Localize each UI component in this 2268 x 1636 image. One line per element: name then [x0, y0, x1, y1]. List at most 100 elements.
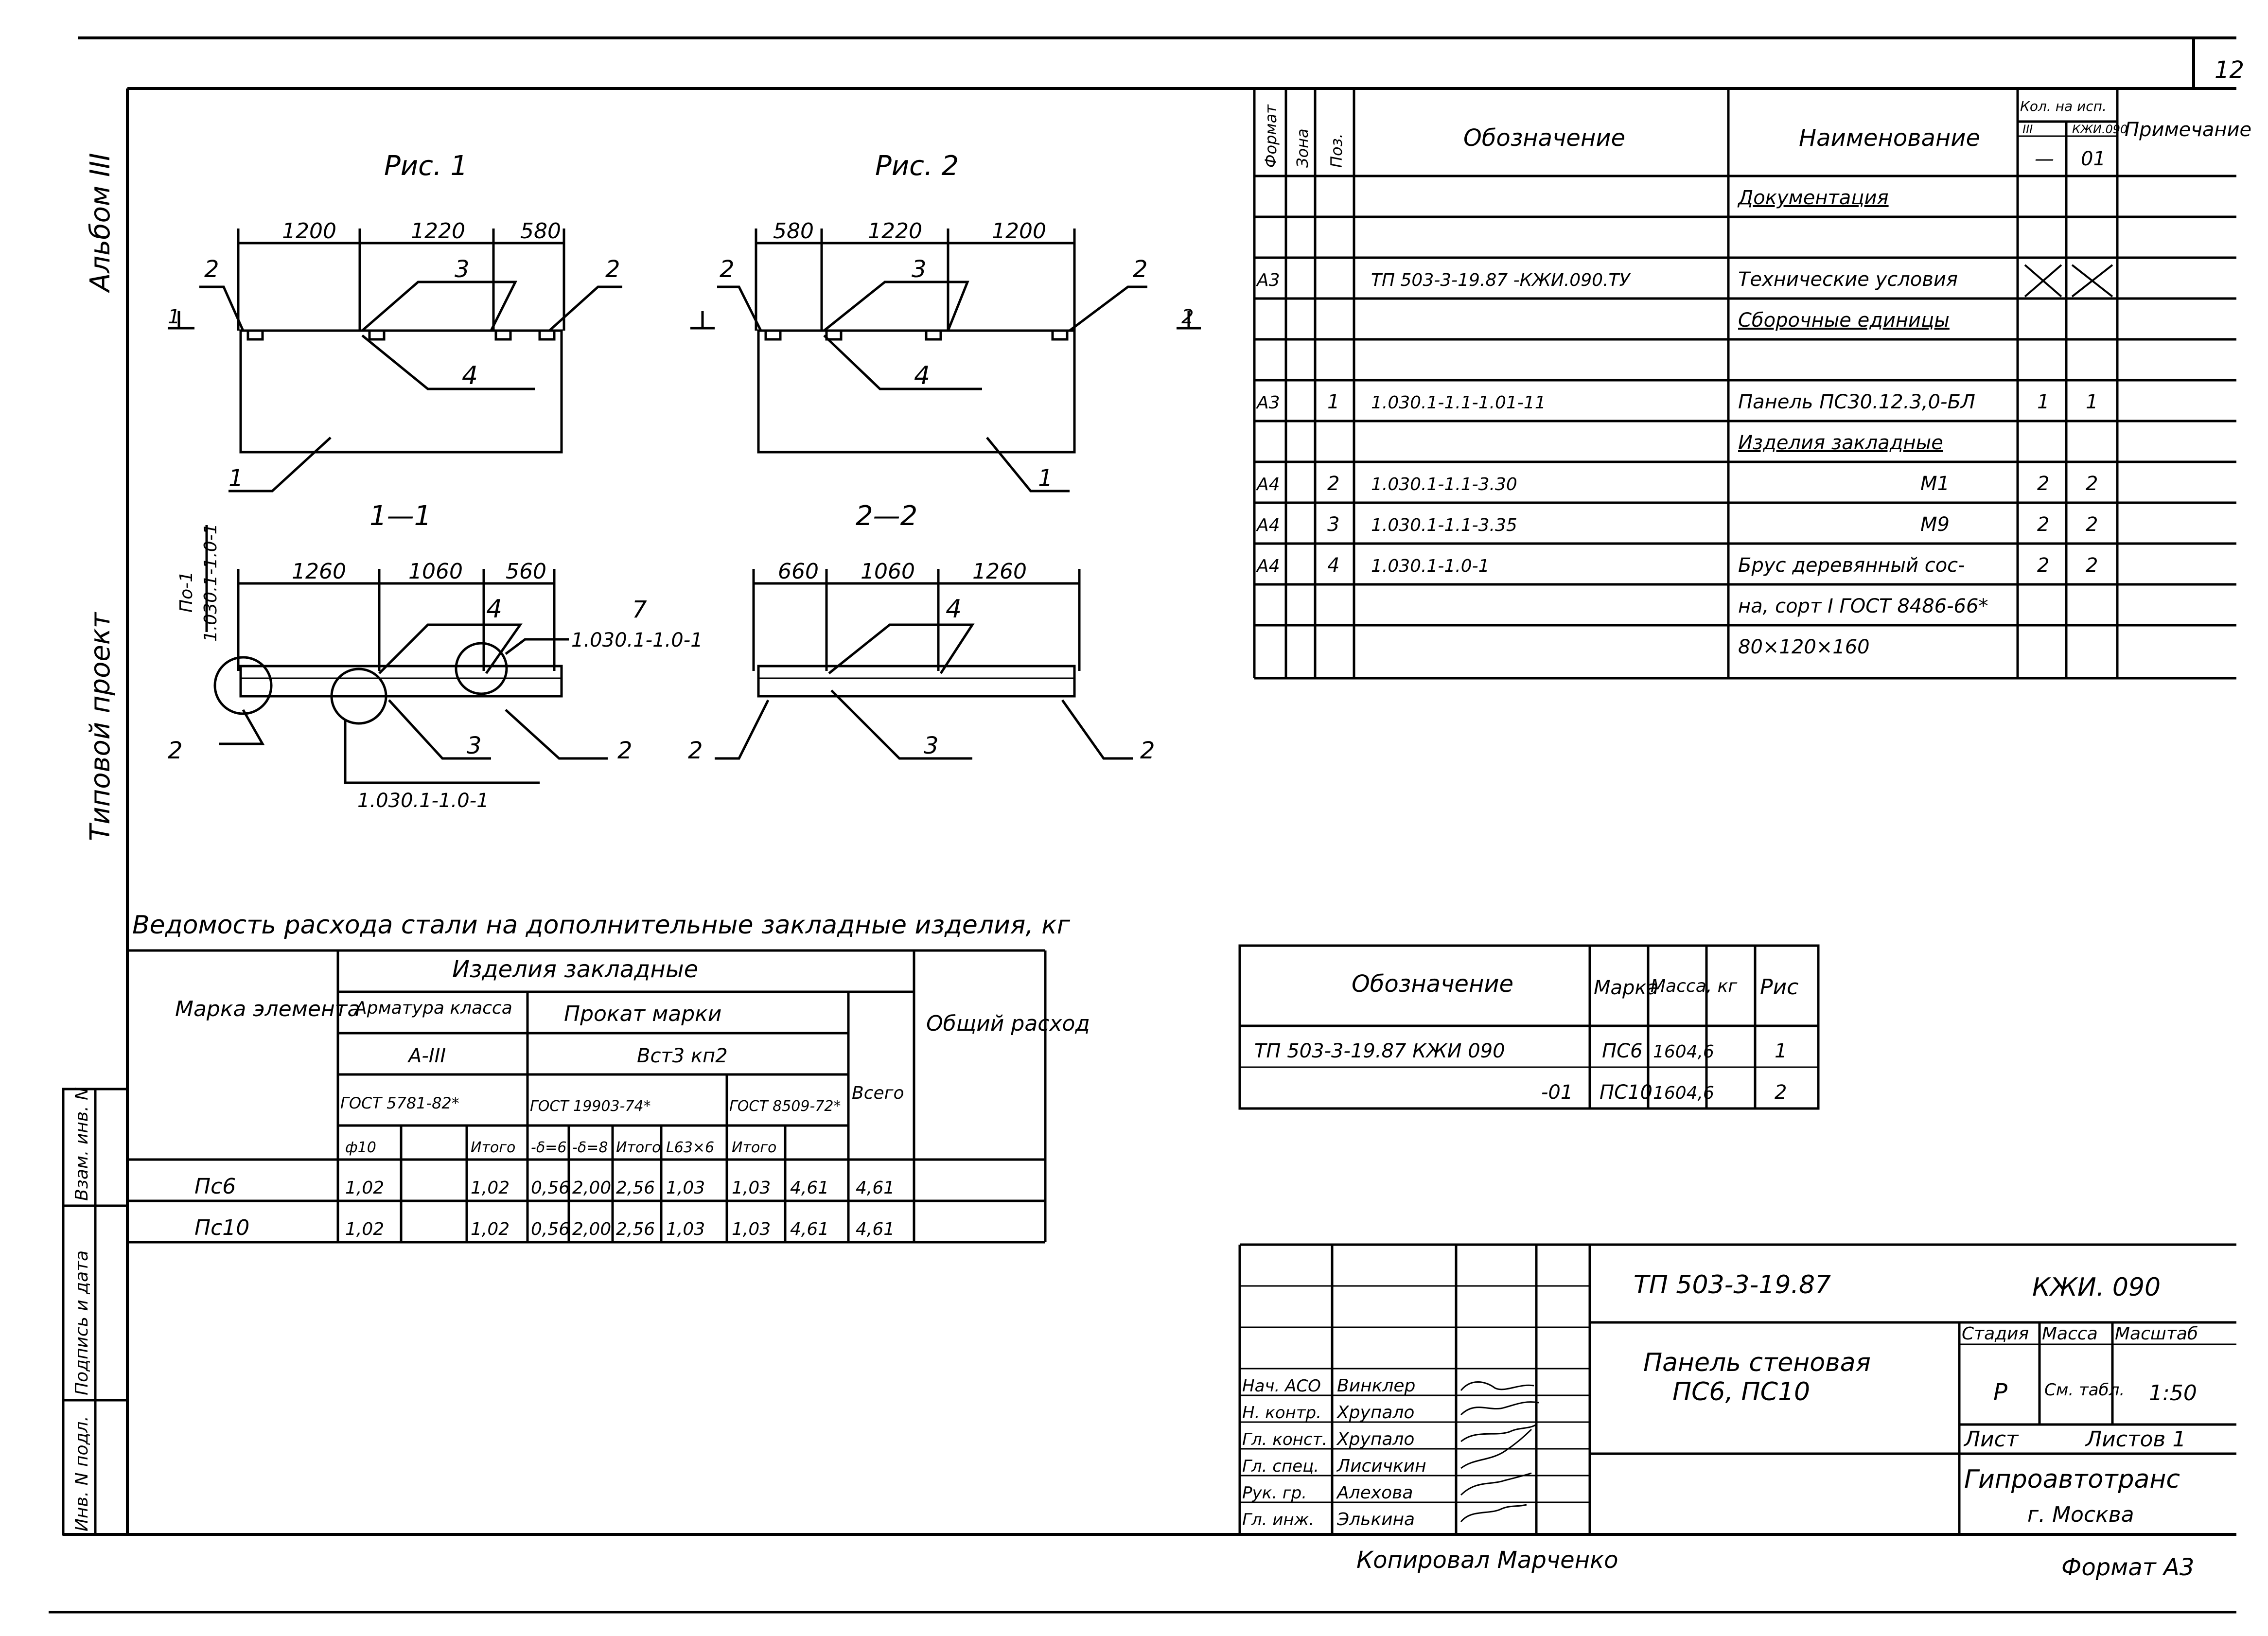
- steel-row-value: 4,61: [856, 1178, 895, 1198]
- steel-table-title: Ведомость расхода стали на дополнительны…: [132, 911, 1071, 940]
- section-2-2-title: 2—2: [856, 500, 917, 532]
- fig2-callout-3: 3: [912, 256, 927, 283]
- marks-row2-mass: 1604,6: [1653, 1083, 1714, 1103]
- sec1-callout-2b: 2: [617, 737, 633, 764]
- steel-header-rebar-class: А-III: [407, 1045, 446, 1067]
- spec-row-format: А4: [1256, 475, 1280, 494]
- steel-header-items: Изделия закладные: [452, 956, 698, 983]
- spec-header-qty-col1-top: III: [2022, 123, 2033, 136]
- steel-header-rebar-gost: ГОСТ 5781-82*: [340, 1094, 459, 1112]
- fig1-callout-3: 3: [455, 256, 470, 283]
- sheet-number: 12: [2215, 56, 2244, 84]
- sec2-dim-3: 1260: [972, 559, 1027, 584]
- spec-row-code: ТП 503-3-19.87 -КЖИ.090.ТУ: [1371, 270, 1631, 290]
- spec-row-name: М9: [1920, 513, 1950, 536]
- steel-row-value: 1,02: [471, 1219, 510, 1239]
- stamp-inv: Инв. N подл.: [72, 1416, 92, 1531]
- title-name-1: Панель стеновая: [1643, 1348, 1871, 1377]
- figure-2: Рис. 2 580 1220 1200 2 3 4 2: [690, 150, 1201, 493]
- spec-header-qty: Кол. на исп.: [2020, 98, 2107, 114]
- spec-header-name: Наименование: [1799, 124, 1980, 152]
- sec2-callout-3: 3: [924, 732, 939, 759]
- fig1-callout-1: 1: [229, 465, 244, 492]
- section-2-2: 2—2 660 1060 1260 4 2 3 2: [688, 500, 1155, 764]
- title-role: Гл. спец.: [1242, 1457, 1319, 1476]
- spec-row-format: А4: [1256, 515, 1280, 535]
- spec-row-qty2: 2: [2086, 554, 2098, 577]
- spec-row-qty1: 2: [2037, 513, 2049, 536]
- spec-row-format: А4: [1256, 556, 1280, 576]
- sec2-callout-2b: 2: [1140, 737, 1155, 764]
- steel-row-value: 2,00: [572, 1178, 611, 1198]
- steel-header-gost2: ГОСТ 8509-72*: [729, 1098, 841, 1115]
- title-person: Винклер: [1337, 1376, 1415, 1396]
- sec1-callout-3: 3: [467, 732, 482, 759]
- marks-table: Обозначение Марка Масса, кг Рис ТП 503-3…: [1238, 944, 1820, 1110]
- spec-row-qty2: 2: [2086, 513, 2098, 536]
- spec-row-code: 1.030.1-1.1-3.35: [1371, 515, 1517, 535]
- spec-row-code: 1.030.1-1.1-1.01-11: [1371, 393, 1546, 413]
- figure-1: Рис. 1 1200 1220 580 2 3 4 2 1 1: [168, 150, 622, 493]
- spec-row-qty1: 2: [2037, 473, 2049, 495]
- steel-subheader: Итого: [471, 1139, 515, 1156]
- sec1-dim-1: 1260: [292, 559, 346, 584]
- spec-row-format: А3: [1256, 270, 1280, 290]
- section-1-1: 1—1 1260 1060 560 4 7 2 2 3 1.030.1: [168, 500, 703, 812]
- spec-row-name: Панель ПС30.12.3,0-БЛ: [1738, 391, 1975, 413]
- steel-row-mark: Пс10: [194, 1215, 249, 1240]
- spec-row-name: Технические условия: [1738, 268, 1958, 291]
- steel-row-value: 1,03: [732, 1178, 771, 1198]
- sec1-side-ref: По-1: [176, 571, 196, 613]
- sec1-ref-bottom: 1.030.1-1.0-1: [357, 790, 489, 812]
- spec-header-qty-col1: —: [2035, 148, 2054, 170]
- title-sheet: Лист: [1963, 1427, 2019, 1452]
- title-sheets: Листов 1: [2085, 1427, 2186, 1452]
- steel-subheader: Итого: [732, 1139, 776, 1156]
- fig1-dim-2: 1220: [411, 219, 465, 244]
- title-person: Хрупало: [1336, 1403, 1414, 1423]
- steel-row-value: 1,03: [666, 1219, 705, 1239]
- title-person: Элькина: [1336, 1510, 1415, 1530]
- marks-header-fig: Рис: [1760, 975, 1798, 1000]
- spec-row-name: М1: [1920, 473, 1950, 495]
- signatures: [1460, 1381, 1539, 1522]
- title-role: Рук. гр.: [1242, 1483, 1307, 1503]
- steel-row-value: 2,56: [616, 1219, 655, 1239]
- marks-header-mass: Масса, кг: [1651, 976, 1738, 996]
- fig2-callout-2a: 2: [720, 256, 735, 283]
- title-city: г. Москва: [2027, 1502, 2134, 1527]
- steel-row-value: 4,61: [790, 1178, 829, 1198]
- steel-header-mark: Марка элемента: [175, 997, 360, 1021]
- section-1-1-title: 1—1: [369, 500, 431, 532]
- spec-row-qty2: 2: [2086, 473, 2098, 495]
- steel-header-grand: Общий расход: [926, 1011, 1090, 1036]
- spec-row-name: 80×120×160: [1738, 636, 1870, 658]
- spec-header-qty-col2-top: КЖИ.090: [2072, 123, 2127, 136]
- steel-row-value: 2,56: [616, 1178, 655, 1198]
- marks-row2-mark: ПС10: [1600, 1081, 1653, 1104]
- title-code-left: ТП 503-3-19.87: [1634, 1270, 1831, 1300]
- steel-row-value: 1,02: [345, 1178, 384, 1198]
- spec-header-qty-col2: 01: [2081, 148, 2106, 170]
- title-person: Лисичкин: [1336, 1456, 1426, 1476]
- spec-header-code: Обозначение: [1463, 124, 1625, 152]
- steel-row-value: 1,03: [666, 1178, 705, 1198]
- title-mass: См. табл.: [2044, 1380, 2125, 1400]
- spec-row-pos: 1: [1327, 391, 1339, 413]
- margin-stamp: [62, 1088, 129, 1536]
- spec-row-qty2: 1: [2086, 391, 2098, 413]
- spec-row-qty1: 1: [2037, 391, 2049, 413]
- fig1-callout-2b: 2: [605, 256, 620, 283]
- steel-header-rebar: Арматура класса: [354, 998, 512, 1018]
- fig2-callout-2b: 2: [1133, 256, 1148, 283]
- sec2-callout-2a: 2: [688, 737, 703, 764]
- figure-1-title: Рис. 1: [384, 150, 468, 182]
- footer-copied: Копировал Марченко: [1356, 1547, 1618, 1574]
- margin-album: Альбом III: [85, 153, 116, 294]
- title-role: Гл. инж.: [1242, 1510, 1314, 1530]
- title-role: Нач. АСО: [1242, 1376, 1321, 1396]
- title-scale: 1:50: [2149, 1381, 2197, 1406]
